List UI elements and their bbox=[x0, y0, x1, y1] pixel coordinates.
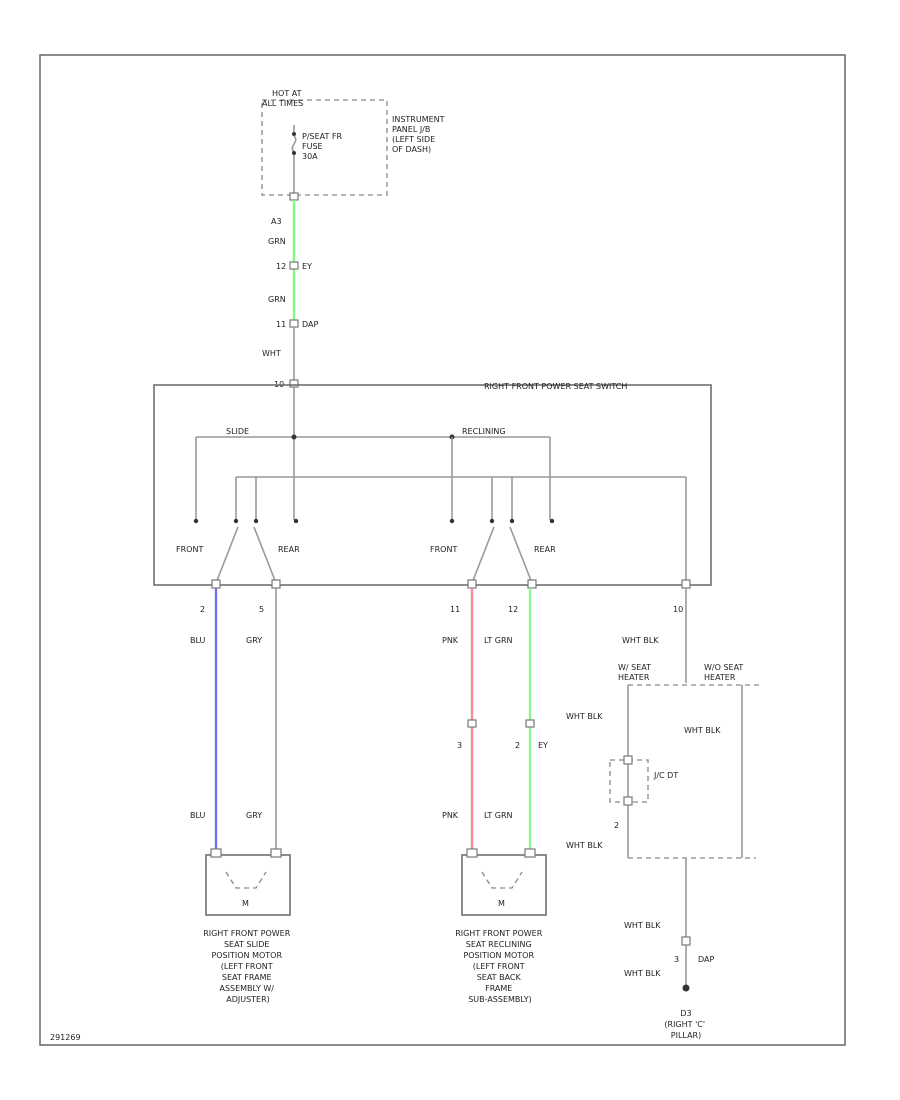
fuse-block: HOT AT ALL TIMES P/SEAT FR FUSE 30A INST… bbox=[261, 89, 447, 196]
wire-color-blu-top: BLU bbox=[190, 636, 206, 645]
slide-rear-label: REAR bbox=[278, 545, 300, 554]
slide-label: SLIDE bbox=[226, 427, 249, 436]
recline-motor-symbol: M bbox=[498, 899, 505, 908]
wire-color-pnk-bottom: PNK bbox=[442, 811, 459, 820]
ground-wire-color-5: WHT BLK bbox=[624, 921, 661, 930]
fuse-terminal-top bbox=[292, 132, 296, 136]
recline-pin-12-label: 12 bbox=[508, 605, 518, 614]
jc-dt-terminal-2 bbox=[623, 796, 633, 806]
recline-motor-internal bbox=[481, 871, 523, 889]
recline-motor-box bbox=[461, 854, 547, 916]
recline-inline-terminal-1 bbox=[467, 719, 477, 728]
conn-ey-label: EY bbox=[302, 262, 312, 271]
recline-motor-label: RIGHT FRONT POWER SEAT RECLINING POSITIO… bbox=[455, 929, 545, 1004]
recline-motor-terminal-2 bbox=[524, 848, 536, 858]
diagram-code: 291269 bbox=[50, 1033, 81, 1042]
ground-branch: 10 WHT BLK W/ SEAT HEATER W/O SEAT HEATE… bbox=[566, 588, 760, 1040]
slide-motor-terminal-2 bbox=[270, 848, 282, 858]
hot-at-all-times-label-2: ALL TIMES bbox=[262, 99, 303, 108]
ground-location-label: (RIGHT 'C' PILLAR) bbox=[664, 1020, 707, 1040]
slide-motor-wiring: 2 5 BLU GRY BLU GRY bbox=[190, 588, 277, 850]
ground-wire-color-3: WHT BLK bbox=[684, 726, 721, 735]
dap-conn-label: DAP bbox=[698, 955, 714, 964]
seat-switch-box bbox=[153, 384, 712, 586]
upper-feed-wire: A3 GRN 12 EY GRN 11 DAP WHT 10 bbox=[262, 192, 318, 389]
wire-color-ltgrn-top: LT GRN bbox=[484, 636, 513, 645]
recline-pin-11-terminal bbox=[467, 579, 477, 589]
without-seat-heater-label: W/O SEAT HEATER bbox=[704, 663, 746, 682]
conn-11-label: 11 bbox=[276, 320, 286, 329]
slide-pin-2-terminal bbox=[211, 579, 221, 589]
slide-front-lever bbox=[215, 526, 239, 584]
jc-dt-terminal-1 bbox=[623, 755, 633, 765]
wire-color-gry-bottom: GRY bbox=[246, 811, 262, 820]
slide-motor-terminal-1 bbox=[210, 848, 222, 858]
ground-pin-10-terminal bbox=[681, 579, 691, 589]
diagram-frame bbox=[39, 54, 846, 1046]
recline-inline-conn-ey: EY bbox=[538, 741, 548, 750]
jc-dt-box bbox=[609, 759, 649, 803]
ground-wire-color-1: WHT BLK bbox=[622, 636, 659, 645]
power-seat-switch: RIGHT FRONT POWER SEAT SWITCH SLIDE RECL… bbox=[153, 382, 712, 589]
conn-dap-terminal bbox=[289, 319, 299, 328]
seat-switch-title: RIGHT FRONT POWER SEAT SWITCH bbox=[484, 382, 627, 391]
slide-pin-2-label: 2 bbox=[200, 605, 205, 614]
slide-rear-lever bbox=[253, 526, 277, 584]
with-seat-heater-label: W/ SEAT HEATER bbox=[618, 663, 654, 682]
fuse-location-label: INSTRUMENT PANEL J/B (LEFT SIDE OF DASH) bbox=[392, 115, 447, 154]
ground-wire-color-6: WHT BLK bbox=[624, 969, 661, 978]
slide-motor-internal bbox=[225, 871, 267, 889]
dap-conn-pin: 3 bbox=[674, 955, 679, 964]
slide-motor-symbol: M bbox=[242, 899, 249, 908]
recline-rear-lever bbox=[509, 526, 533, 584]
slide-motor-label: RIGHT FRONT POWER SEAT SLIDE POSITION MO… bbox=[203, 929, 293, 1004]
wire-color-grn-1: GRN bbox=[268, 237, 286, 246]
fuse-terminal-bottom bbox=[292, 151, 296, 155]
ground-wire-color-2: WHT BLK bbox=[566, 712, 603, 721]
fuse-symbol bbox=[291, 135, 297, 153]
wire-color-gry-top: GRY bbox=[246, 636, 262, 645]
ground-id-label: D3 bbox=[680, 1009, 691, 1018]
feed-junction-1 bbox=[291, 434, 297, 440]
instrument-panel-jb-box bbox=[261, 99, 388, 196]
slide-front-label: FRONT bbox=[176, 545, 203, 554]
recline-inline-terminal-2 bbox=[525, 719, 535, 728]
slide-motor: M RIGHT FRONT POWER SEAT SLIDE POSITION … bbox=[203, 848, 293, 1004]
recline-pin-11-label: 11 bbox=[450, 605, 460, 614]
conn-dap-label: DAP bbox=[302, 320, 318, 329]
recline-inline-pin-3: 3 bbox=[457, 741, 462, 750]
wire-color-blu-bottom: BLU bbox=[190, 811, 206, 820]
recline-motor-wiring: 11 12 PNK LT GRN 3 2 EY PNK LT GRN bbox=[442, 588, 548, 850]
fuse-output-terminal bbox=[289, 192, 299, 201]
ground-wire-color-4: WHT BLK bbox=[566, 841, 603, 850]
recline-pin-12-terminal bbox=[527, 579, 537, 589]
slide-pin-5-terminal bbox=[271, 579, 281, 589]
dap-conn-terminal bbox=[681, 936, 691, 946]
conn-12-label: 12 bbox=[276, 262, 286, 271]
wire-color-pnk-top: PNK bbox=[442, 636, 459, 645]
recline-rear-label: REAR bbox=[534, 545, 556, 554]
recline-front-label: FRONT bbox=[430, 545, 457, 554]
slide-motor-box bbox=[205, 854, 291, 916]
contact-points bbox=[193, 518, 555, 524]
slide-pin-5-label: 5 bbox=[259, 605, 264, 614]
wire-color-wht: WHT bbox=[262, 349, 281, 358]
jc-dt-label: J/C DT bbox=[653, 771, 678, 780]
recline-front-lever bbox=[471, 526, 495, 584]
wire-color-ltgrn-bottom: LT GRN bbox=[484, 811, 513, 820]
fuse-label: P/SEAT FR FUSE 30A bbox=[302, 132, 345, 161]
conn-a3-label: A3 bbox=[271, 217, 282, 226]
recline-motor: M RIGHT FRONT POWER SEAT RECLINING POSIT… bbox=[455, 848, 547, 1004]
hot-at-all-times-label: HOT AT bbox=[272, 89, 302, 98]
wire-color-grn-2: GRN bbox=[268, 295, 286, 304]
conn-ey-terminal bbox=[289, 261, 299, 270]
recline-inline-pin-2: 2 bbox=[515, 741, 520, 750]
ground-point bbox=[682, 984, 690, 992]
switch-pin-10-terminal bbox=[289, 379, 299, 388]
jc-pin-2-label: 2 bbox=[614, 821, 619, 830]
reclining-label: RECLINING bbox=[462, 427, 506, 436]
recline-motor-terminal-1 bbox=[466, 848, 478, 858]
ground-pin-10-label: 10 bbox=[673, 605, 683, 614]
